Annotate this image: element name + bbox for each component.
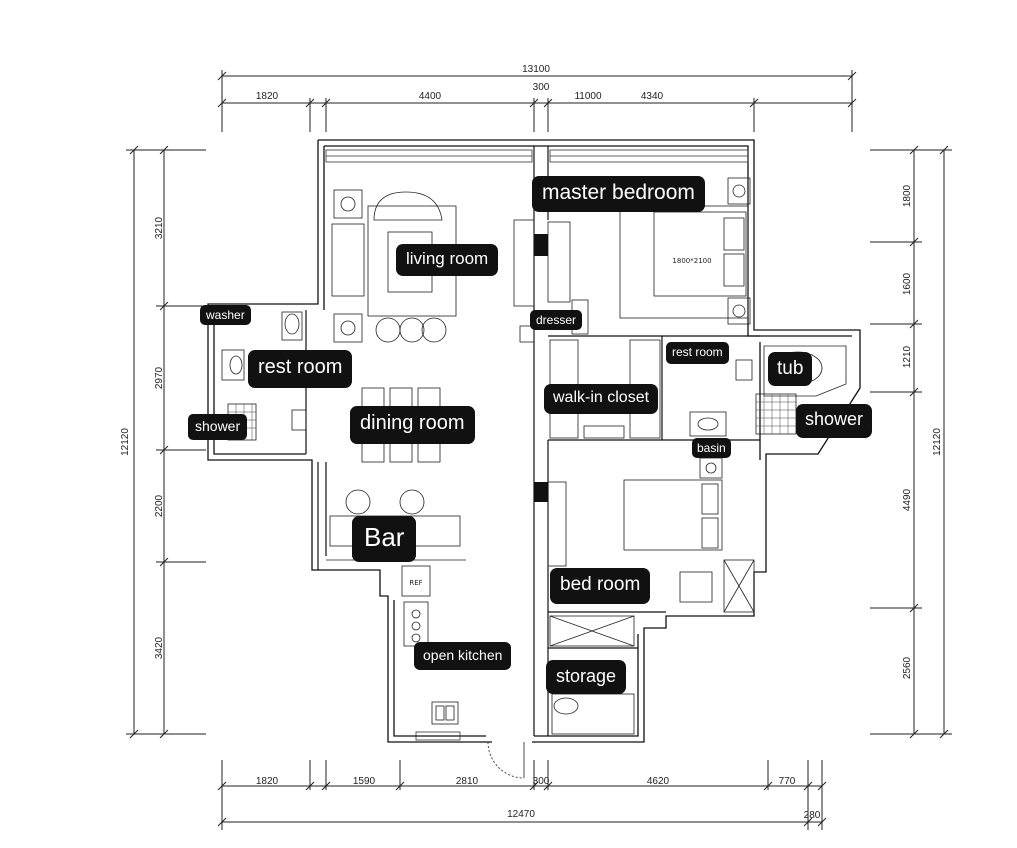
bedroom-furniture [547,479,755,613]
dim-right-total: 12120 [932,428,943,456]
dim-top-2: 4400 [419,91,442,102]
windows [325,149,749,741]
kitchen-fixtures [401,565,525,779]
ref-label: REF [409,579,422,587]
shower-grid-right [756,394,796,434]
dim-right-1: 1800 [902,184,913,207]
bottom-dimensions [217,760,827,830]
bed-room-label: bed room [550,568,651,604]
dim-right-5: 2560 [902,656,913,679]
dim-top-4: 11000 [574,91,602,102]
dim-left-3: 2200 [154,494,165,517]
dim-bottom-1: 1820 [256,776,279,787]
right-dimensions [870,145,952,739]
dim-top-5: 4340 [641,91,664,102]
basin-label: basin [692,438,731,458]
shower-right-label: shower [796,404,873,438]
master-bedroom-label: master bedroom [532,176,705,212]
dim-bottom-4: 300 [533,776,550,787]
washer-label: washer [200,305,251,325]
dim-bottom-5: 4620 [647,776,670,787]
dim-bottom-2: 1590 [353,776,376,787]
rest-room-right-label: rest room [666,342,729,364]
open-kitchen-label: open kitchen [414,642,512,670]
top-dimensions [217,70,857,132]
rest-room-left-label: rest room [248,350,353,388]
shower-left-label: shower [188,414,248,440]
dim-top-total: 13100 [522,64,550,75]
living-room-label: living room [396,244,499,276]
bed-size-label: 1800*2100 [672,257,711,265]
dim-right-3: 1210 [902,345,913,368]
dim-right-4: 4490 [902,488,913,511]
dim-right-2: 1600 [902,272,913,295]
dim-bottom-6: 770 [779,776,796,787]
dim-left-total: 12120 [120,428,131,456]
storage-fixtures [549,615,635,735]
bar-label: Bar [352,516,417,562]
tub-label: tub [768,352,813,386]
dim-top-3: 300 [533,82,550,93]
dining-room-label: dining room [350,406,475,444]
dim-top-1: 1820 [256,91,279,102]
dim-left-1: 3210 [154,216,165,239]
dim-bottom-extra: 280 [804,810,821,821]
dresser-label: dresser [530,310,583,330]
walk-in-closet-label: walk-in closet [544,384,659,414]
dim-left-2: 2970 [154,366,165,389]
door-marks [534,234,548,502]
dim-bottom-3: 2810 [456,776,479,787]
left-dimensions [126,145,206,739]
dim-left-4: 3420 [154,636,165,659]
storage-label: storage [546,660,627,694]
dim-bottom-total: 12470 [507,809,535,820]
